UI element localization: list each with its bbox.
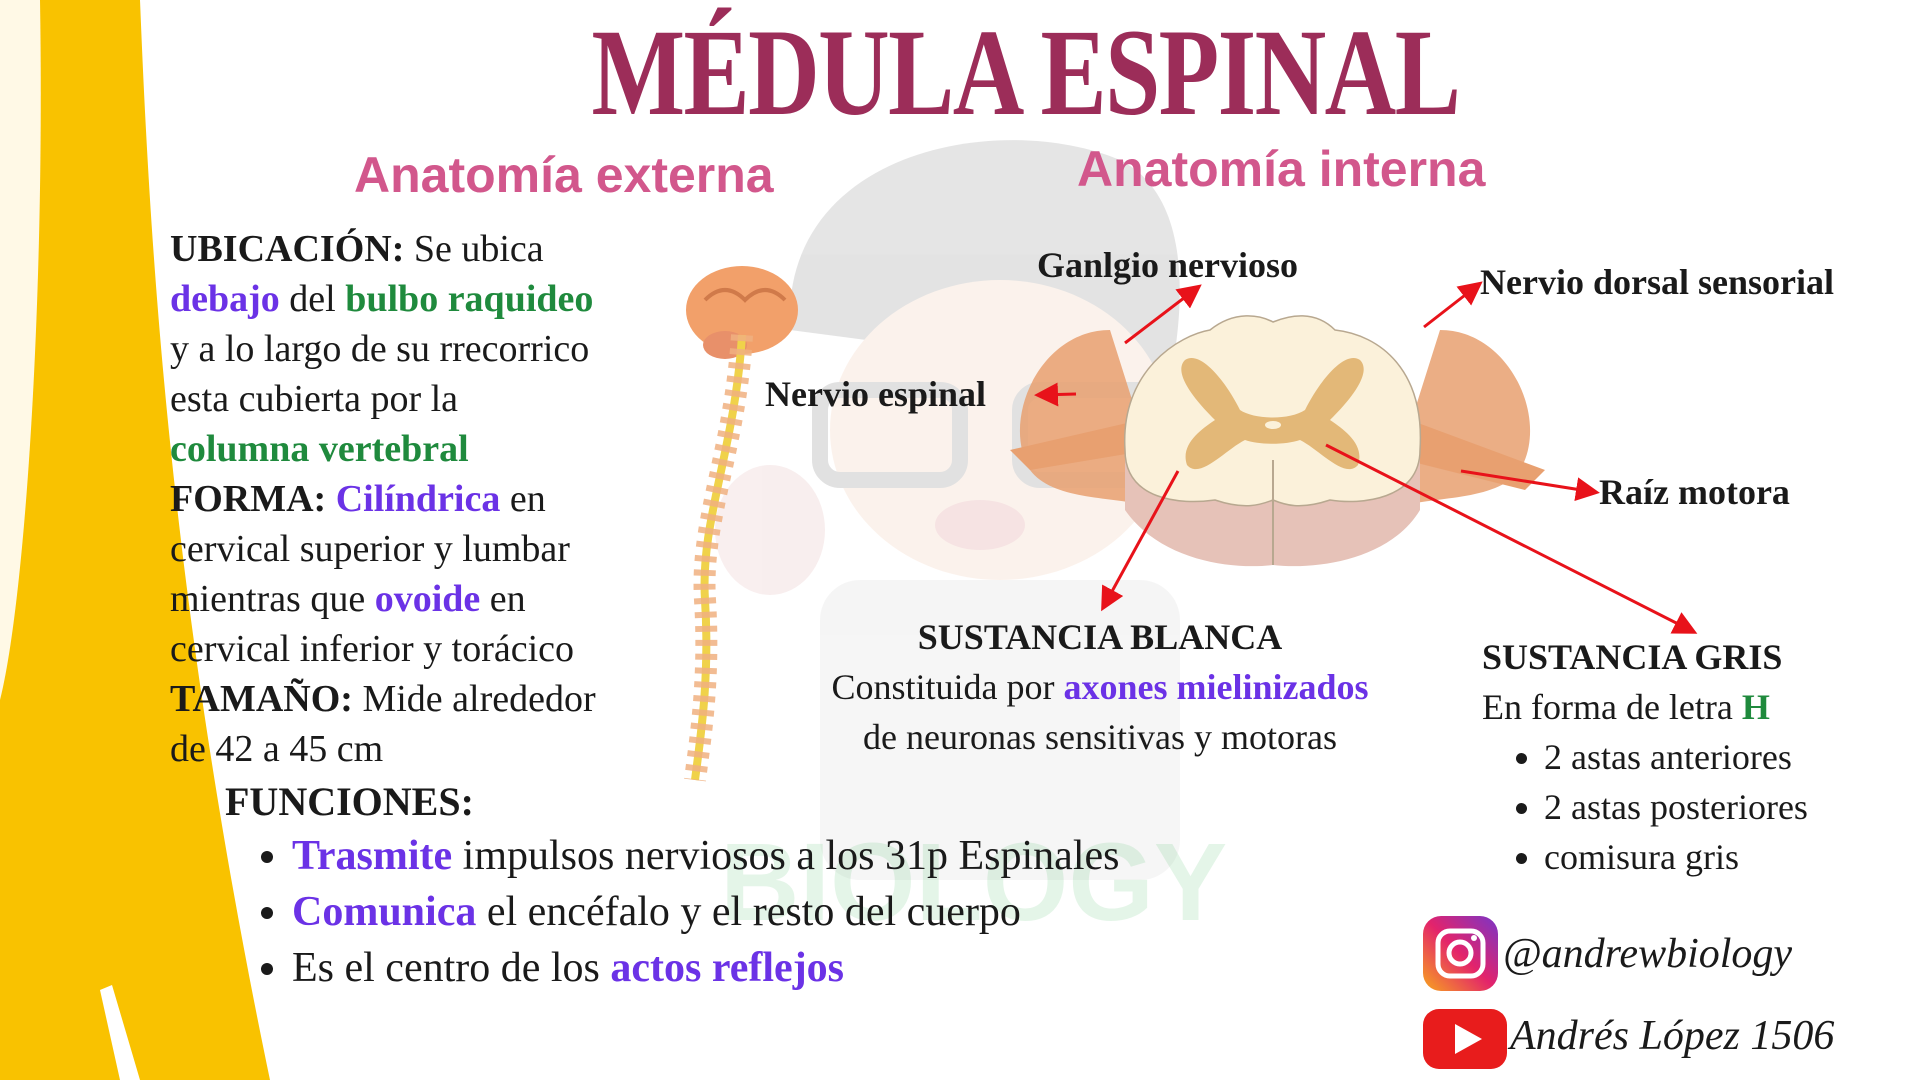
spinal-cord-cross-section [1010,315,1545,567]
label-raiz-motora: Raíz motora [1599,472,1790,512]
arrow-sustancia-blanca [1101,470,1180,612]
highlight-text: Trasmite [292,833,453,879]
arrow-nervio-espinal [1034,382,1077,407]
label-nervio-dorsal-sensorial: Nervio dorsal sensorial [1480,262,1834,302]
label-ganglio-nervioso: Ganlgio nervioso [1037,245,1299,285]
list-item: comisura gris [1544,832,1808,882]
label-nervio-espinal: Nervio espinal [765,374,986,414]
instagram-icon [1423,916,1498,991]
page-title: MÉDULA ESPINAL [591,4,1461,141]
text: En forma de letra [1482,687,1742,727]
functions-list: Trasmite impulsos nerviosos a los 31p Es… [250,828,1119,996]
text: de 42 a 45 cm [170,728,384,770]
highlight-text: bulbo raquideo [345,278,594,320]
sustancia-gris-line: En forma de letra H [1482,682,1808,732]
text-line: cervical superior y lumbar [170,524,596,574]
highlight-text: H [1741,687,1770,727]
sustancia-blanca-line2: de neuronas sensitivas y motoras [863,717,1337,757]
text: cervical inferior y torácico [170,628,575,670]
subtitle-internal-anatomy: Anatomía interna [1077,141,1486,197]
youtube-icon [1423,1009,1507,1069]
text: Mide alrededor [352,678,596,720]
highlight-text: axones mielinizados [1063,667,1369,707]
sustancia-gris-list: 2 astas anteriores 2 astas posteriores c… [1482,732,1808,882]
text: Se ubica [404,228,544,270]
text-line: TAMAÑO: Mide alrededor [170,674,596,724]
arrow-nervio-dorsal [1423,281,1483,329]
list-item: 2 astas posteriores [1544,782,1808,832]
highlight-text: Comunica [292,889,477,935]
highlight-text: columna vertebral [170,428,469,470]
highlight-text: TAMAÑO: [170,678,353,720]
function-item: Es el centro de los actos reflejos [292,940,1119,996]
sustancia-gris-block: SUSTANCIA GRIS En forma de letra H 2 ast… [1482,632,1808,882]
highlight-text: FORMA: [170,478,327,520]
text: en [480,578,526,620]
list-item: 2 astas anteriores [1544,732,1808,782]
text: el encéfalo y el resto del cuerpo [476,889,1021,935]
highlight-text: ovoide [374,578,481,620]
yellow-brush-band [0,0,270,1080]
text-line: esta cubierta por la [170,374,596,424]
watermark-text: BIOLOGY [720,821,1227,944]
highlight-text: UBICACIÓN: [170,228,405,270]
subtitle-external-anatomy: Anatomía externa [354,147,774,203]
text-line: FORMA: Cilíndrica en [170,474,596,524]
sustancia-blanca-block: SUSTANCIA BLANCA Constituida por axones … [760,612,1440,762]
text: del [279,278,346,320]
spine-illustration [684,266,798,782]
text [326,478,336,520]
text: Es el centro de los [292,945,611,991]
text: mientras que [170,578,375,620]
sustancia-blanca-line1: Constituida por axones mielinizados [760,662,1440,712]
arrow-ganglio [1124,284,1202,345]
highlight-text: actos reflejos [610,945,845,991]
text: y a lo largo de su rrecorrico [170,328,590,370]
text: en [500,478,546,520]
text-line: y a lo largo de su rrecorrico [170,324,596,374]
arrow-raiz-motora [1460,469,1600,502]
function-item: Comunica el encéfalo y el resto del cuer… [292,884,1119,940]
text-line: cervical inferior y torácico [170,624,596,674]
functions-title: FUNCIONES: [225,779,474,824]
text: impulsos nerviosos a los 31p Espinales [452,833,1120,879]
instagram-handle: @andrewbiology [1503,931,1793,977]
arrow-sustancia-gris [1325,443,1698,634]
sustancia-gris-title: SUSTANCIA GRIS [1482,637,1783,677]
youtube-channel: Andrés López 1506 [1510,1013,1835,1059]
sustancia-blanca-title: SUSTANCIA BLANCA [917,617,1283,657]
highlight-text: Cilíndrica [335,478,501,520]
text: cervical superior y lumbar [170,528,570,570]
text-line: de 42 a 45 cm [170,724,596,774]
text: Constituida por [831,667,1064,707]
text-line: mientras que ovoide en [170,574,596,624]
text-line: UBICACIÓN: Se ubica [170,224,596,274]
function-item: Trasmite impulsos nerviosos a los 31p Es… [292,828,1119,884]
highlight-text: debajo [170,278,280,320]
text-line: columna vertebral [170,424,596,474]
text-line: debajo del bulbo raquideo [170,274,596,324]
text: esta cubierta por la [170,378,459,420]
label-arrows [1034,281,1698,634]
